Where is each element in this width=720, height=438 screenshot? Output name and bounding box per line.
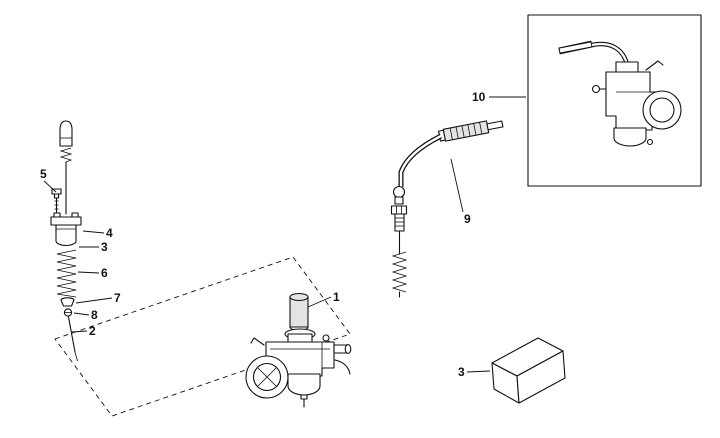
leader-line-7 [75,297,113,304]
idle-screw [51,188,62,214]
callout-3-cover: 3 [458,365,465,379]
callout-2: 2 [89,324,96,338]
leader-line-2 [71,330,88,333]
callout-7: 7 [114,291,121,305]
callout-3-slide: 3 [101,240,108,254]
callout-5: 5 [40,167,47,181]
leader-line-9 [450,158,464,213]
carburetor-body [245,328,352,408]
jet-needle [67,316,78,362]
cable-spring [391,251,408,293]
callout-10: 10 [472,90,486,104]
rubber-cover [491,337,566,404]
callout-6: 6 [101,266,108,280]
small-spring [59,147,73,163]
cable-end-ring [392,185,406,199]
leader-line-5 [43,180,57,193]
leader-line-1 [307,296,332,308]
inset-carburetor [558,40,682,147]
callout-1: 1 [333,290,340,304]
callout-8: 8 [91,308,98,322]
callout-labels: 1 2 3 3 4 5 6 7 8 9 10 [40,90,486,379]
throttle-slide-parts [50,120,82,362]
cable-adjuster-cap [59,120,73,147]
callout-4: 4 [106,226,113,240]
throttle-slide-valve [289,292,309,332]
leader-line-4 [82,230,105,234]
leader-line-6 [77,271,100,274]
slide-spring [56,249,77,298]
assembly-plane-dashed [54,256,351,417]
leader-line-3-cover [466,370,491,373]
callout-leaders [43,96,526,373]
throttle-slide-body [55,224,77,247]
throttle-cable [390,120,504,298]
callout-9: 9 [464,212,471,226]
leader-line-8 [73,312,90,316]
spring-seat [60,297,75,307]
float-bowl [287,373,321,396]
